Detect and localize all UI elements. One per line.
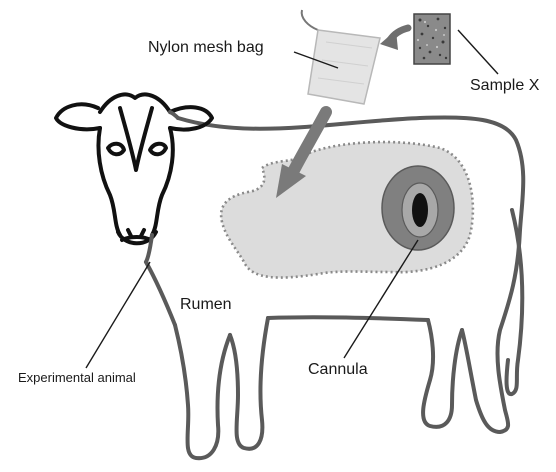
leader-sample (458, 30, 498, 74)
arrow-sample-to-bag (380, 28, 408, 50)
cow-head (56, 94, 212, 243)
leader-animal (86, 262, 150, 368)
sample-x-graphic (414, 14, 450, 64)
cannula-graphic (382, 166, 454, 250)
label-experimental-animal: Experimental animal (18, 371, 136, 384)
nylon-mesh-bag-graphic (302, 10, 380, 104)
label-nylon-mesh-bag: Nylon mesh bag (148, 40, 264, 56)
label-sample-x: Sample X (470, 78, 539, 94)
label-cannula: Cannula (308, 362, 368, 378)
label-rumen: Rumen (180, 297, 232, 313)
